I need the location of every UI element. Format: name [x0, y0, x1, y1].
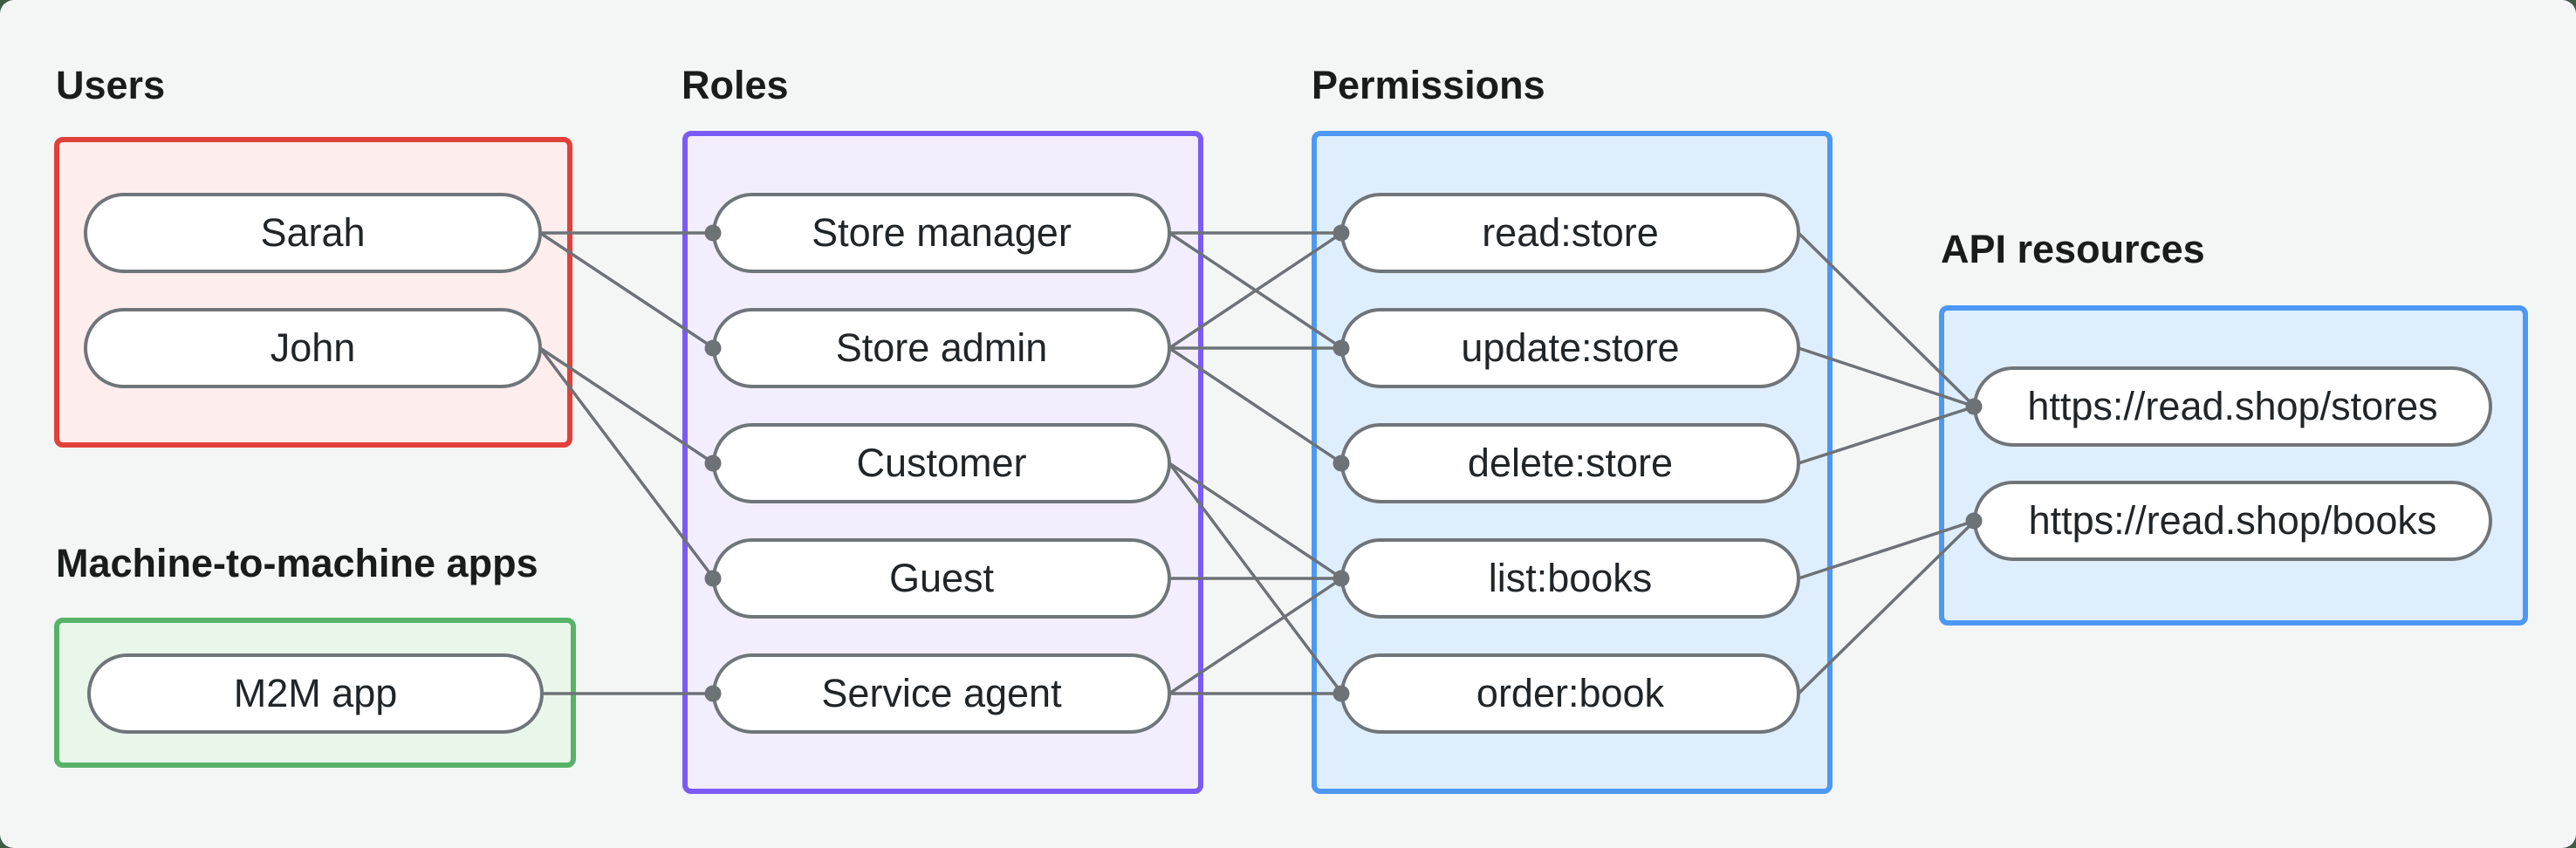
node-permission-delete-store: delete:store: [1340, 423, 1800, 503]
node-role-store-admin: Store admin: [712, 308, 1171, 388]
node-user-sarah: Sarah: [84, 193, 542, 273]
node-api-resource-books: https://read.shop/books: [1973, 481, 2492, 561]
node-role-guest: Guest: [712, 538, 1171, 619]
node-permission-list-books: list:books: [1340, 538, 1800, 619]
node-m2m-app: M2M app: [87, 653, 544, 734]
users-group-label: Users: [56, 63, 166, 107]
node-role-store-manager: Store manager: [712, 193, 1171, 273]
node-role-service-agent: Service agent: [712, 653, 1171, 734]
node-permission-order-book: order:book: [1340, 653, 1800, 734]
node-api-resource-stores: https://read.shop/stores: [1973, 366, 2492, 447]
roles-group-label: Roles: [682, 63, 789, 107]
node-permission-update-store: update:store: [1340, 308, 1800, 388]
api-resources-group-label: API resources: [1941, 227, 2205, 271]
permissions-group-label: Permissions: [1312, 63, 1545, 107]
node-user-john: John: [84, 308, 542, 388]
users-group-box: [54, 137, 572, 448]
node-role-customer: Customer: [712, 423, 1171, 503]
node-permission-read-store: read:store: [1340, 193, 1800, 273]
api-resources-group-box: [1939, 305, 2528, 626]
m2m-apps-group-label: Machine-to-machine apps: [56, 541, 538, 585]
